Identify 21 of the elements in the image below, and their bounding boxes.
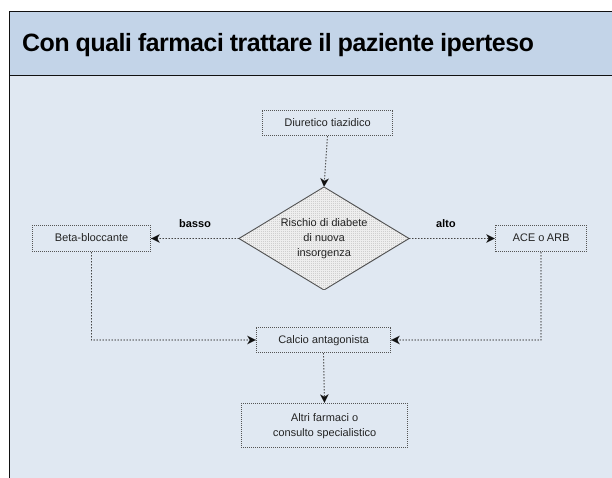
arrow	[408, 234, 496, 243]
node-label: Diuretico tiazidico	[284, 116, 371, 130]
arrow	[91, 252, 256, 344]
arrow	[320, 352, 329, 404]
process-box	[256, 327, 391, 353]
node-label: Altri farmaci o consulto specialistico	[272, 410, 378, 440]
arrow	[150, 234, 240, 243]
node-label: Beta-bloccante	[54, 231, 128, 246]
arrow	[390, 252, 542, 344]
node-label: ACE o ARB	[512, 231, 570, 246]
process-box	[241, 403, 408, 448]
process-box	[495, 225, 587, 252]
edge-label: basso	[177, 218, 213, 230]
process-box	[32, 225, 151, 252]
arrow	[320, 136, 330, 188]
process-box	[262, 110, 393, 136]
title: Con quali farmaci trattare il paziente iperteso	[22, 29, 534, 58]
node-label: Rischio di diabete di nuova insorgenza	[280, 216, 368, 261]
edge-label: alto	[434, 218, 458, 230]
decision-diamond	[239, 187, 409, 290]
node-label: Calcio antagonista	[278, 332, 369, 348]
